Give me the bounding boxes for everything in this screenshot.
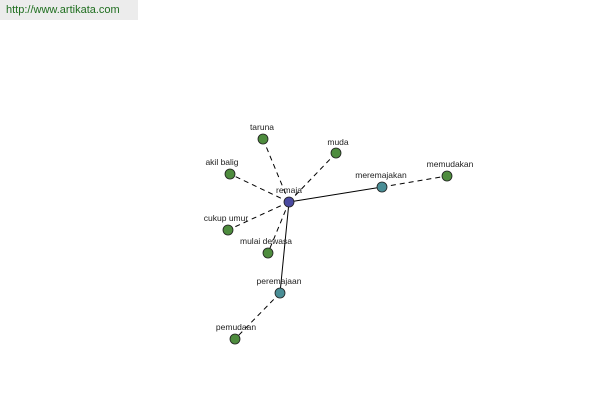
edge-remaja-meremajakan	[288, 186, 383, 203]
node-muda[interactable]: muda	[327, 137, 349, 159]
node-label-memudakan: memudakan	[427, 159, 474, 169]
edge-remaja-mulai-dewasa	[267, 201, 290, 254]
edges-layer	[227, 138, 448, 340]
node-pemudaan[interactable]: pemudaan	[216, 322, 256, 345]
nodes-layer: remaja taruna muda akil balig cukup umur mula…	[204, 122, 474, 345]
node-label-akil-balig: akil balig	[205, 157, 238, 167]
node-label-mulai-dewasa: mulai dewasa	[240, 236, 292, 246]
node-taruna[interactable]: taruna	[250, 122, 274, 145]
node-circle-pemudaan[interactable]	[229, 333, 241, 345]
node-label-cukup-umur: cukup umur	[204, 213, 249, 223]
node-label-peremajaan: peremajaan	[257, 276, 302, 286]
source-url-link[interactable]: http://www.artikata.com	[6, 4, 120, 16]
edge-peremajaan-pemudaan	[234, 292, 281, 340]
node-circle-mulai-dewasa[interactable]	[262, 247, 274, 259]
node-akil-balig[interactable]: akil balig	[205, 157, 239, 180]
edge-remaja-taruna	[262, 138, 290, 203]
edge-remaja-cukup-umur	[227, 201, 290, 231]
edge-remaja-akil-balig	[229, 173, 290, 203]
node-label-taruna: taruna	[250, 122, 274, 132]
node-circle-cukup-umur[interactable]	[222, 224, 234, 236]
node-circle-akil-balig[interactable]	[224, 168, 236, 180]
node-meremajakan[interactable]: meremajakan	[355, 170, 407, 193]
node-cukup-umur[interactable]: cukup umur	[204, 213, 249, 236]
node-peremajaan[interactable]: peremajaan	[257, 276, 302, 299]
edge-remaja-muda	[288, 152, 337, 203]
edge-meremajakan-memudakan	[381, 175, 448, 188]
source-url-banner: http://www.artikata.com	[0, 0, 138, 20]
node-circle-taruna[interactable]	[257, 133, 269, 145]
node-memudakan[interactable]: memudakan	[427, 159, 474, 182]
node-label-pemudaan: pemudaan	[216, 322, 256, 332]
node-circle-remaja[interactable]	[283, 196, 295, 208]
node-circle-peremajaan[interactable]	[274, 287, 286, 299]
node-circle-meremajakan[interactable]	[376, 181, 388, 193]
node-label-meremajakan: meremajakan	[355, 170, 407, 180]
edge-remaja-peremajaan	[279, 201, 290, 294]
node-label-muda: muda	[327, 137, 349, 147]
node-mulai-dewasa[interactable]: mulai dewasa	[240, 236, 292, 259]
node-label-remaja: remaja	[276, 185, 302, 195]
node-circle-muda[interactable]	[330, 147, 342, 159]
node-circle-memudakan[interactable]	[441, 170, 453, 182]
node-remaja[interactable]: remaja	[276, 185, 302, 208]
